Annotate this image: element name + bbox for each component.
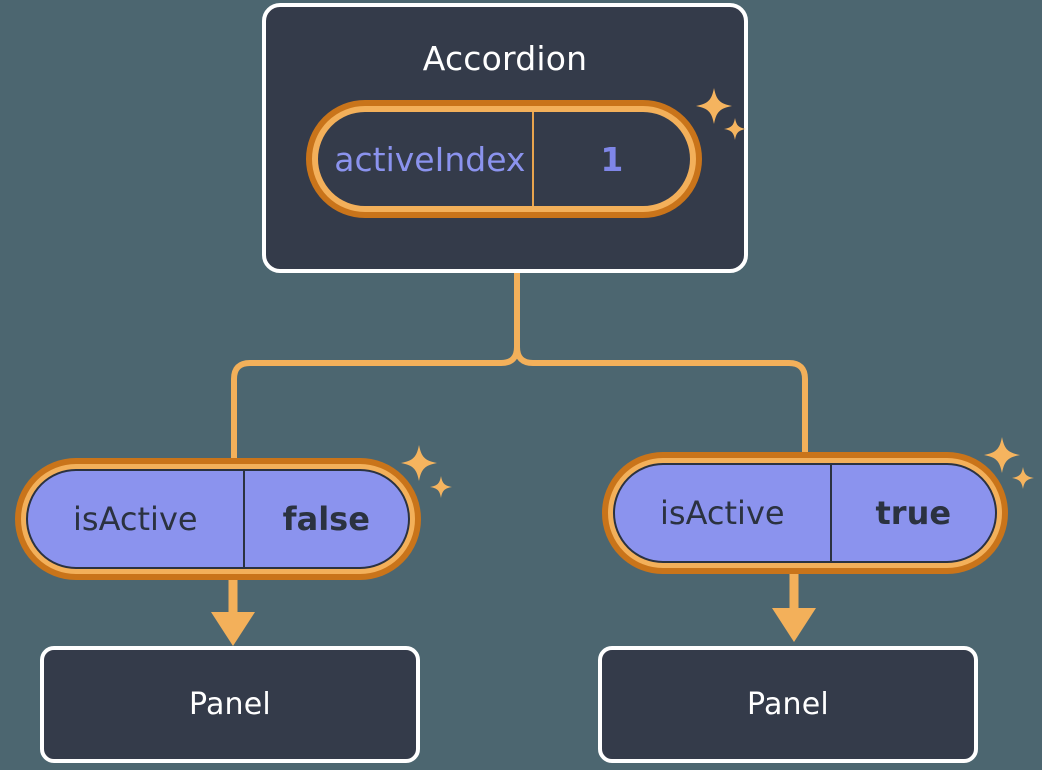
sparkle-small-icon	[430, 476, 452, 498]
prop-pill-inner: isActive false	[26, 469, 410, 569]
connector-trunk-right	[514, 270, 808, 461]
state-pill-key: activeIndex	[318, 112, 534, 206]
arrow-right-head	[772, 608, 816, 642]
prop-pill-is-active-right[interactable]: isActive true	[602, 452, 1008, 574]
prop-pill-value: false	[282, 500, 370, 538]
arrow-left-head	[211, 612, 255, 646]
sparkle-large-icon	[984, 437, 1020, 473]
component-title-panel-left: Panel	[189, 687, 271, 722]
state-pill-inner: activeIndex 1	[317, 111, 691, 207]
connector-trunk-left	[231, 270, 520, 465]
component-box-panel-right[interactable]: Panel	[598, 646, 978, 763]
prop-pill-is-active-left[interactable]: isActive false	[15, 458, 421, 580]
state-pill-value: 1	[600, 139, 624, 179]
component-title-panel-right: Panel	[747, 687, 829, 722]
state-pill-active-index[interactable]: activeIndex 1	[306, 100, 702, 218]
prop-pill-key: isActive	[615, 465, 832, 561]
sparkle-small-icon	[1012, 467, 1034, 489]
sparkle-large-icon	[401, 445, 437, 481]
component-box-panel-left[interactable]: Panel	[40, 646, 420, 763]
prop-pill-key: isActive	[28, 471, 245, 567]
prop-pill-inner: isActive true	[613, 463, 997, 563]
prop-pill-value: true	[875, 494, 952, 532]
component-title-accordion: Accordion	[422, 39, 588, 78]
